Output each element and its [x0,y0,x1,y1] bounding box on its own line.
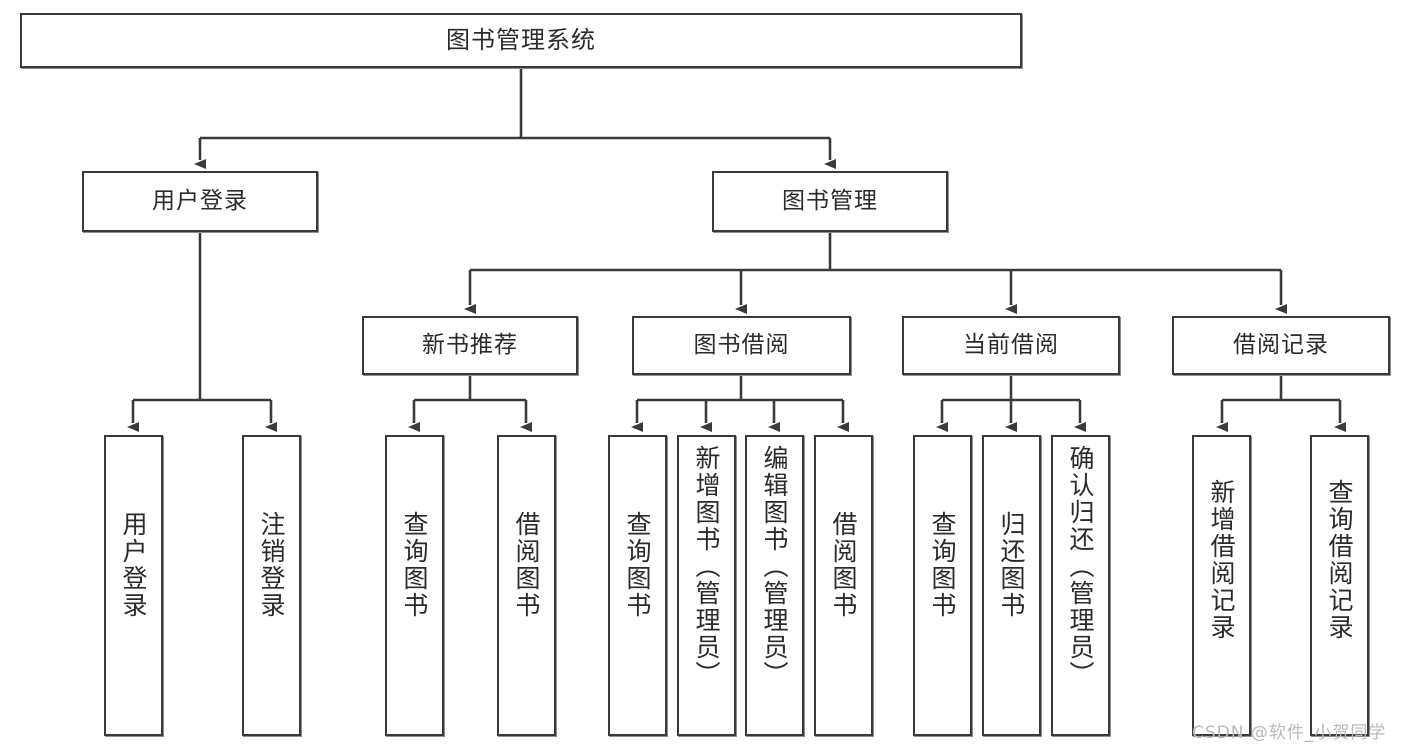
node-label: 用户登录 [152,187,248,214]
node-current-borrow[interactable]: 当前借阅 [902,316,1120,375]
leaf-borrow-book[interactable]: 借阅图书 [814,435,873,736]
node-label: 归还图书 [997,511,1026,619]
node-label: 新增借阅记录 [1207,479,1236,641]
leaf-confirm-return-admin[interactable]: 确认归还（管理员） [1051,435,1110,736]
leaf-user-login[interactable]: 用户登录 [104,435,163,736]
leaf-query-borrow-record[interactable]: 查询借阅记录 [1310,435,1369,736]
leaf-query-book-borrow[interactable]: 查询图书 [608,435,667,736]
node-label: 查询借阅记录 [1325,479,1354,641]
node-root-system[interactable]: 图书管理系统 [20,13,1022,68]
node-label: 借阅图书 [512,511,541,619]
node-label: 注销登录 [257,511,286,619]
node-book-borrow[interactable]: 图书借阅 [632,316,851,375]
node-label: 查询图书 [928,511,957,619]
node-label: 查询图书 [623,511,652,619]
node-user-login[interactable]: 用户登录 [82,171,318,232]
node-label: 新增图书（管理员） [692,445,721,688]
csdn-watermark: CSDN @软件_小贺同学 [1192,723,1387,743]
leaf-return-book[interactable]: 归还图书 [982,435,1041,736]
node-label: 当前借阅 [963,331,1059,358]
leaf-query-book-recommend[interactable]: 查询图书 [385,435,444,736]
node-label: 新书推荐 [422,331,518,358]
leaf-query-book-current[interactable]: 查询图书 [913,435,972,736]
node-label: 编辑图书（管理员） [760,445,789,688]
node-label: 图书借阅 [693,331,790,358]
node-label: 借阅图书 [829,511,858,619]
leaf-add-borrow-record[interactable]: 新增借阅记录 [1192,435,1251,736]
node-borrow-record[interactable]: 借阅记录 [1172,316,1390,375]
leaf-add-book-admin[interactable]: 新增图书（管理员） [677,435,736,736]
node-label: 用户登录 [119,511,148,619]
node-label: 查询图书 [400,511,429,619]
node-label: 借阅记录 [1233,331,1329,358]
node-label: 确认归还（管理员） [1066,445,1095,688]
node-book-management[interactable]: 图书管理 [712,171,948,232]
leaf-logout[interactable]: 注销登录 [242,435,301,736]
leaf-edit-book-admin[interactable]: 编辑图书（管理员） [745,435,804,736]
node-label: 图书管理 [782,187,878,214]
leaf-borrow-book-recommend[interactable]: 借阅图书 [497,435,556,736]
node-new-book-recommend[interactable]: 新书推荐 [362,316,578,375]
node-label: 图书管理系统 [446,26,596,55]
